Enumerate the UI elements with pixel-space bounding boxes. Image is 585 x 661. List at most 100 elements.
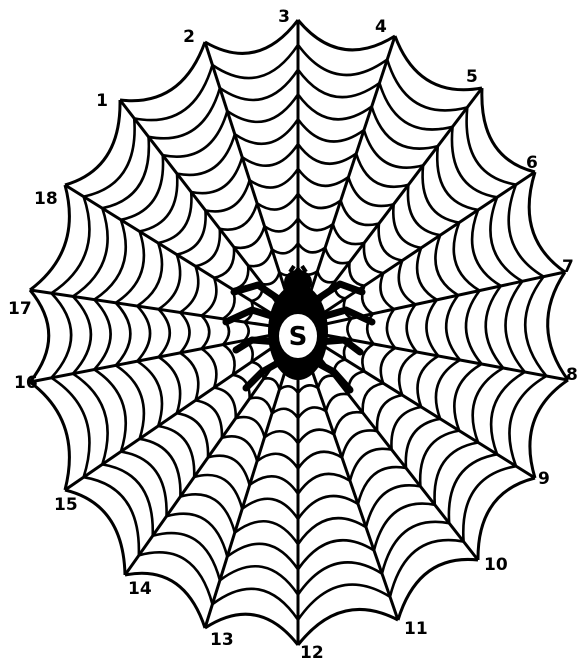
web-thread xyxy=(84,477,139,555)
web-thread xyxy=(196,229,220,266)
web-thread xyxy=(318,376,334,388)
web-thread xyxy=(298,585,390,620)
web-thread xyxy=(30,382,69,490)
spoke-label-16: 16 xyxy=(14,373,38,393)
web-thread xyxy=(529,172,565,272)
web-thread xyxy=(473,368,504,443)
web-thread xyxy=(417,248,437,300)
spoke-label-3: 3 xyxy=(278,7,290,27)
web-thread xyxy=(478,478,535,560)
web-thread xyxy=(333,224,364,244)
web-thread xyxy=(390,540,464,597)
web-thread xyxy=(140,174,178,232)
web-thread xyxy=(348,177,393,206)
web-thread xyxy=(426,300,438,356)
spoke-label-4: 4 xyxy=(375,17,387,37)
web-thread xyxy=(548,272,568,380)
web-thread xyxy=(262,272,279,284)
spoke-label-8: 8 xyxy=(566,365,578,385)
web-thread xyxy=(486,286,503,368)
web-thread xyxy=(242,499,298,519)
web-thread xyxy=(525,277,546,376)
web-thread xyxy=(298,562,382,594)
web-thread xyxy=(265,218,299,231)
web-thread xyxy=(137,306,150,361)
web-thread xyxy=(349,262,364,286)
web-thread xyxy=(298,194,341,208)
web-thread xyxy=(265,431,299,443)
web-thread xyxy=(134,65,212,120)
web-thread xyxy=(242,144,298,166)
web-thread xyxy=(298,144,356,164)
web-thread xyxy=(257,454,298,469)
web-thread xyxy=(298,169,348,186)
web-thread xyxy=(298,243,325,252)
web-thread xyxy=(298,385,318,393)
web-thread xyxy=(506,281,525,372)
web-thread xyxy=(454,364,481,431)
web-thread xyxy=(490,197,522,281)
web-thread xyxy=(250,169,298,188)
web-thread xyxy=(530,380,568,478)
web-thread xyxy=(220,203,257,229)
web-spoke xyxy=(298,172,535,330)
web-thread xyxy=(65,100,120,185)
web-thread xyxy=(120,42,205,101)
web-thread xyxy=(387,309,395,348)
web-thread xyxy=(398,559,478,620)
web-thread xyxy=(364,243,383,273)
web-thread xyxy=(102,137,149,208)
web-thread xyxy=(167,514,228,557)
spoke-label-12: 12 xyxy=(300,643,324,661)
spoke-label-18: 18 xyxy=(34,189,58,209)
web-thread xyxy=(298,452,342,469)
web-thread xyxy=(272,409,298,418)
spoke-label-17: 17 xyxy=(8,299,32,319)
web-thread xyxy=(449,454,497,523)
web-thread xyxy=(342,430,377,457)
web-thread xyxy=(393,204,421,248)
spoke-label-6: 6 xyxy=(526,153,538,173)
web-thread xyxy=(407,305,417,353)
web-thread xyxy=(467,107,516,184)
web-thread xyxy=(51,293,71,378)
web-thread xyxy=(208,456,250,485)
web-thread xyxy=(234,226,265,248)
web-thread xyxy=(180,312,189,353)
web-thread xyxy=(248,249,272,266)
web-thread xyxy=(463,466,516,541)
web-thread xyxy=(236,417,265,437)
web-thread xyxy=(94,370,125,452)
web-thread xyxy=(202,278,217,316)
web-thread xyxy=(84,118,135,196)
web-thread xyxy=(257,194,298,210)
web-thread xyxy=(196,400,222,437)
web-thread xyxy=(377,395,402,431)
web-thread xyxy=(298,496,358,519)
web-thread xyxy=(244,322,248,340)
web-thread xyxy=(279,386,298,393)
web-thread xyxy=(325,248,349,263)
web-thread xyxy=(466,291,482,364)
web-thread xyxy=(317,271,334,282)
web-thread xyxy=(298,609,398,645)
web-thread xyxy=(94,220,125,300)
center-letter: S xyxy=(289,322,308,352)
web-thread xyxy=(235,521,298,544)
web-thread xyxy=(163,111,228,157)
web-thread xyxy=(235,119,298,144)
web-thread xyxy=(30,290,49,382)
web-thread xyxy=(159,309,170,357)
spoke-label-1: 1 xyxy=(96,91,108,111)
web-thread xyxy=(379,224,403,261)
web-thread xyxy=(399,261,416,305)
web-thread xyxy=(334,412,363,434)
web-thread xyxy=(326,394,348,411)
web-thread xyxy=(387,60,467,111)
web-thread xyxy=(202,316,210,349)
web-thread xyxy=(121,452,167,517)
web-thread xyxy=(227,544,298,570)
web-thread xyxy=(102,464,152,535)
web-thread xyxy=(380,273,394,309)
